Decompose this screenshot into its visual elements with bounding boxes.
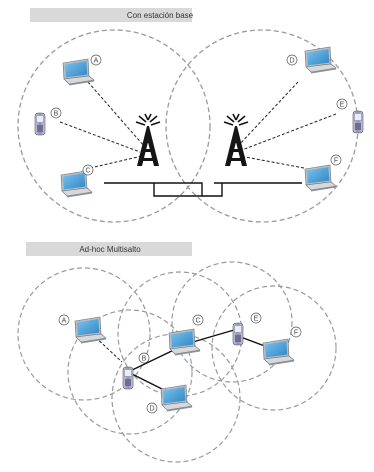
svg-text:A: A (62, 318, 67, 325)
svg-text:D: D (289, 58, 294, 65)
laptop-icon (304, 164, 337, 192)
mobile-phone-icon (352, 110, 364, 134)
mobile-phone-icon (232, 322, 244, 346)
svg-text:C: C (195, 318, 200, 325)
node-label-top-B: B (50, 107, 62, 119)
bottom-section-title: Ad-hoc Multisalto (79, 245, 141, 254)
svg-text:A: A (94, 58, 99, 65)
svg-text:F: F (334, 158, 338, 165)
node-label-bottom-E: E (250, 312, 262, 324)
base-links (59, 81, 337, 169)
laptop-icon (262, 338, 295, 366)
node-label-top-A: A (90, 54, 102, 66)
top-section-title: Con estación base (127, 11, 194, 20)
svg-text:D: D (149, 406, 154, 413)
laptop-icon (62, 58, 95, 86)
backbone-link (104, 182, 203, 197)
node-label-bottom-B: B (138, 352, 150, 364)
top-section-banner (30, 8, 192, 22)
backbone-link-right (202, 182, 302, 197)
mobile-phone-icon (122, 366, 134, 390)
node-label-top-F: F (330, 154, 342, 166)
laptop-icon (168, 328, 201, 356)
svg-text:E: E (254, 316, 259, 323)
laptop-icon (160, 384, 193, 412)
node-label-bottom-D: D (146, 402, 158, 414)
svg-text:B: B (142, 356, 147, 363)
svg-text:F: F (294, 330, 298, 337)
svg-text:B: B (54, 111, 59, 118)
svg-text:E: E (340, 102, 345, 109)
node-label-top-C: C (82, 164, 94, 176)
laptop-icon (74, 316, 107, 344)
node-label-bottom-F: F (290, 326, 302, 338)
radio-tower-icon (135, 113, 161, 167)
svg-text:C: C (85, 168, 90, 175)
node-label-top-E: E (336, 98, 348, 110)
radio-tower-icon (223, 113, 249, 167)
bottom-section-banner (26, 242, 192, 256)
mobile-phone-icon (34, 112, 46, 136)
node-label-top-D: D (286, 54, 298, 66)
node-label-bottom-A: A (58, 314, 70, 326)
node-label-bottom-C: C (192, 314, 204, 326)
coverage-circle-left (17, 29, 211, 223)
